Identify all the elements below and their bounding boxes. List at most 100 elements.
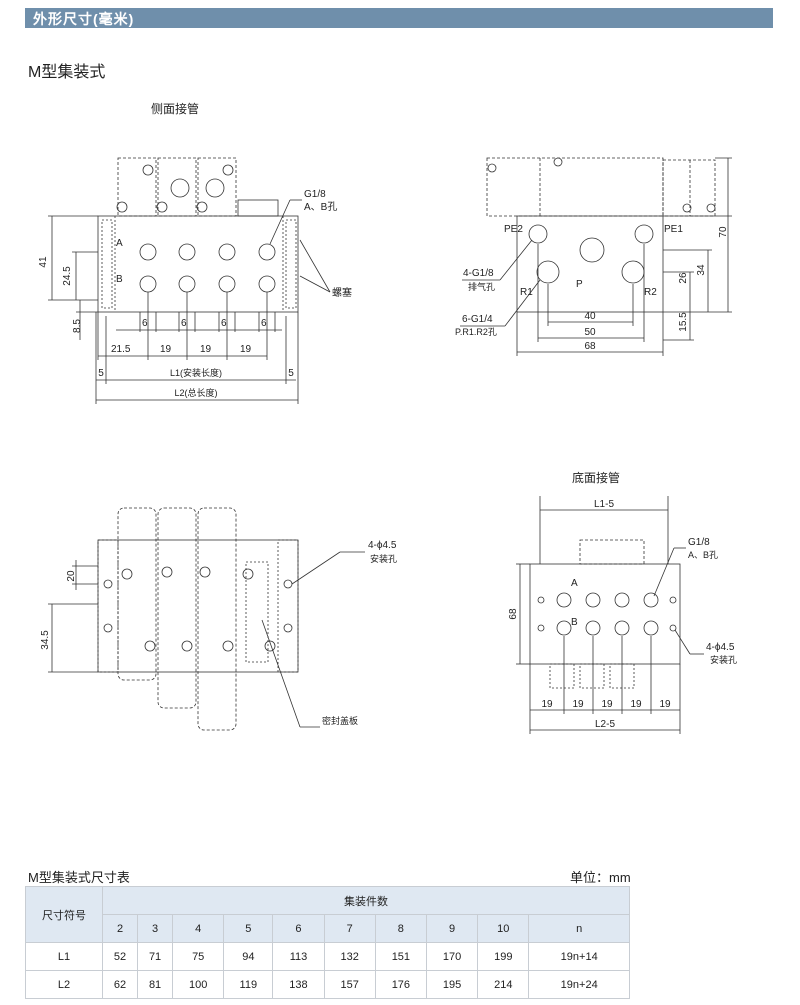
- table-cell: 170: [425, 942, 479, 971]
- dim-l2-5: L2-5: [595, 719, 615, 730]
- table-cell: 113: [272, 942, 325, 971]
- bottom-port-a: A: [571, 578, 578, 589]
- dim-40: 40: [584, 311, 596, 322]
- dim-34: 34: [696, 264, 707, 276]
- section-header-bar: 外形尺寸(毫米): [25, 8, 773, 28]
- row-label: L1: [25, 942, 103, 971]
- side-ab-hole-label: A、B孔: [304, 201, 337, 213]
- table-row: L2 62 81 100 119 138 157 176 195 214 19n…: [25, 970, 630, 999]
- row-label: L2: [25, 970, 103, 999]
- table-cell: 119: [223, 970, 274, 999]
- port-hole-label: P.R1.R2孔: [455, 327, 497, 337]
- dim-24-5: 24.5: [62, 266, 73, 286]
- dim-26: 26: [678, 272, 689, 284]
- pe2-label: PE2: [504, 224, 523, 235]
- top-mount-hole-label: 安装孔: [370, 553, 397, 564]
- dim-20: 20: [66, 570, 77, 582]
- column-header: 3: [137, 914, 174, 943]
- column-header: 9: [425, 914, 479, 943]
- table-cell: 62: [101, 970, 139, 999]
- port-g-label: 6-G1/4: [462, 314, 493, 325]
- dim-5-a: 5: [98, 368, 104, 379]
- dim-l1-5: L1-5: [594, 499, 614, 510]
- dim-l1: L1(安装长度): [170, 367, 222, 378]
- table-cell: 71: [137, 942, 174, 971]
- side-view-title: 侧面接管: [151, 101, 199, 116]
- table-cell: 19n+14: [528, 942, 630, 971]
- pe1-label: PE1: [664, 224, 683, 235]
- dim-19-a: 19: [160, 344, 172, 355]
- exhaust-hole-label: 排气孔: [468, 281, 495, 292]
- exhaust-g-label: 4-G1/8: [463, 268, 494, 279]
- column-header: 7: [323, 914, 376, 943]
- bottom-ab-hole-label: A、B孔: [688, 550, 718, 560]
- column-header: 6: [272, 914, 325, 943]
- p-label: P: [576, 279, 583, 290]
- table-cell: 94: [223, 942, 274, 971]
- r1-label: R1: [520, 287, 533, 298]
- end-view: PE2 PE1 R1 R2 P 4-G1/8 排气孔 6-G1/4 P.R1.R…: [455, 157, 732, 356]
- table-cell: 214: [477, 970, 530, 999]
- column-header: 2: [101, 914, 139, 943]
- dim-70: 70: [718, 226, 729, 238]
- dim-6-d: 6: [261, 318, 267, 329]
- table-cell: 195: [425, 970, 479, 999]
- dim-8-5: 8.5: [72, 319, 83, 333]
- cover-label: 密封盖板: [322, 715, 358, 726]
- side-view: 侧面接管 A B G1/8 A、B孔 螺塞 41 24: [38, 101, 352, 404]
- dim-68: 68: [584, 341, 596, 352]
- dim-19-b: 19: [200, 344, 212, 355]
- section-header-title: 外形尺寸(毫米): [33, 11, 135, 27]
- column-header: 4: [172, 914, 225, 943]
- table-cell: 100: [172, 970, 225, 999]
- table-unit: 单位：mm: [570, 870, 631, 885]
- column-header: 5: [223, 914, 274, 943]
- dim-6-b: 6: [181, 318, 187, 329]
- group-header-cell: 集装件数: [102, 886, 630, 915]
- model-subtitle: M型集装式: [28, 64, 106, 81]
- row-header-cell: 尺寸符号: [25, 886, 103, 943]
- bottom-dim-19-e: 19: [659, 699, 671, 710]
- side-port-a: A: [116, 238, 123, 249]
- table-row: L1 52 71 75 94 113 132 151 170 199 19n+1…: [25, 942, 630, 971]
- technical-drawings: 侧面接管 A B G1/8 A、B孔 螺塞 41 24: [38, 101, 737, 734]
- table-cell: 52: [101, 942, 139, 971]
- dim-6-c: 6: [221, 318, 227, 329]
- table-cell: 81: [137, 970, 174, 999]
- side-plug-label: 螺塞: [332, 286, 352, 299]
- dim-5-b: 5: [288, 368, 294, 379]
- bottom-dim-19-b: 19: [572, 699, 584, 710]
- bottom-dim-19-d: 19: [630, 699, 642, 710]
- dim-15-5: 15.5: [678, 312, 689, 332]
- table-cell: 151: [374, 942, 427, 971]
- dim-19-c: 19: [240, 344, 252, 355]
- bottom-dim-68: 68: [508, 608, 519, 620]
- dim-50: 50: [584, 327, 596, 338]
- column-header: 8: [374, 914, 427, 943]
- bottom-port-b: B: [571, 617, 578, 628]
- dim-21-5: 21.5: [111, 344, 131, 355]
- dim-41: 41: [38, 256, 49, 268]
- column-header-row: 2 3 4 5 6 7 8 9 10 n: [25, 914, 630, 943]
- table-cell: 19n+24: [528, 970, 630, 999]
- bottom-mount-hole-label: 安装孔: [710, 654, 737, 665]
- side-port-b: B: [116, 274, 123, 285]
- top-view: 4-ϕ4.5 安装孔 密封盖板 20 34.5: [40, 507, 397, 731]
- table-cell: 176: [374, 970, 427, 999]
- dim-6-a: 6: [142, 318, 148, 329]
- table-title: M型集装式尺寸表: [28, 870, 130, 885]
- table-cell: 199: [477, 942, 530, 971]
- dim-34-5: 34.5: [40, 630, 51, 650]
- bottom-mount-label: 4-ϕ4.5: [706, 642, 735, 653]
- column-header: n: [528, 914, 630, 943]
- table-cell: 138: [272, 970, 325, 999]
- table-cell: 132: [323, 942, 376, 971]
- bottom-dim-19-a: 19: [541, 699, 553, 710]
- dim-l2: L2(总长度): [174, 387, 217, 398]
- bottom-dim-19-c: 19: [601, 699, 613, 710]
- table-cell: 75: [172, 942, 225, 971]
- column-header: 10: [477, 914, 530, 943]
- bottom-g18-label: G1/8: [688, 537, 710, 548]
- bottom-view: 底面接管 L1-5 A B G1/8 A、B孔 4-ϕ4.5 安装孔 68 19…: [508, 470, 737, 734]
- top-mount-label: 4-ϕ4.5: [368, 540, 397, 551]
